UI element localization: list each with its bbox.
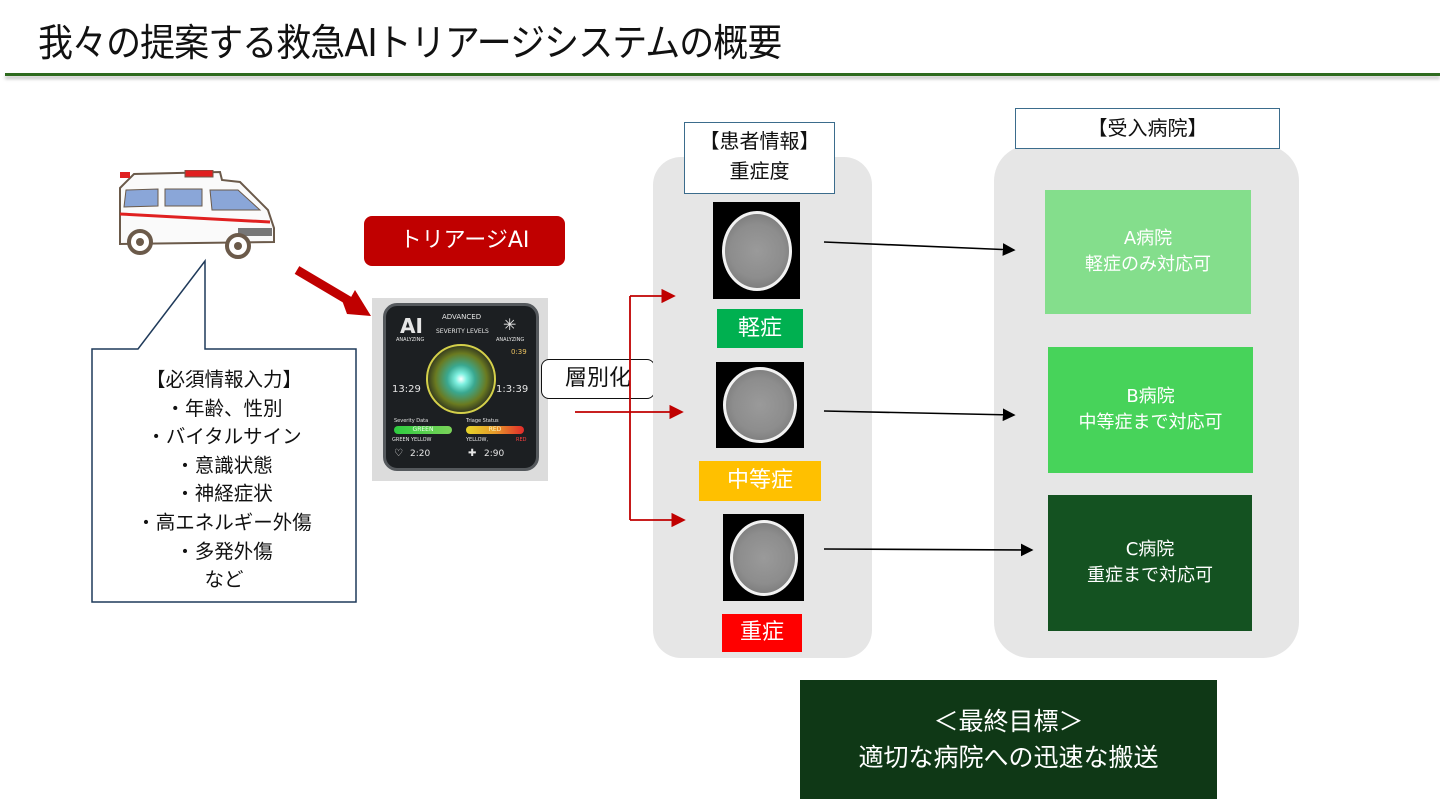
tablet-heading: ADVANCED xyxy=(442,313,482,321)
tablet-red-bar: RED xyxy=(466,426,524,434)
hospital-header: 【受入病院】 xyxy=(1015,108,1280,149)
input-item: ・意識状態 xyxy=(175,453,273,477)
tablet-screen: AI ANALYZING ADVANCED SEVERITY LEVELS ✳ … xyxy=(383,303,539,471)
tablet-green-bar: GREEN xyxy=(394,426,452,434)
slide-title: 我々の提案する救急AIトリアージシステムの概要 xyxy=(38,21,782,65)
title-divider xyxy=(5,73,1440,76)
hospital-c-card: C病院 重症まで対応可 xyxy=(1048,495,1252,631)
severity-radar-icon xyxy=(426,344,496,414)
input-item: など xyxy=(204,568,244,592)
tablet-right-section: Triage Status xyxy=(466,418,499,424)
tablet-ai-logo: AI xyxy=(400,314,423,338)
input-item: ・年齢、性別 xyxy=(165,396,283,420)
triage-ai-label: トリアージAI xyxy=(364,216,565,266)
severity-mild-badge: 軽症 xyxy=(717,309,803,348)
hospital-c-capability: 重症まで対応可 xyxy=(1087,565,1213,586)
tablet-time-left: 13:29 xyxy=(392,384,421,395)
tablet-right-caption-red: RED xyxy=(516,437,527,443)
input-heading: 【必須情報入力】 xyxy=(145,368,302,391)
hospital-b-card: B病院 中等症まで対応可 xyxy=(1048,347,1253,473)
red-arrow-icon xyxy=(294,266,371,316)
patient-info-title: 【患者情報】 xyxy=(699,129,820,153)
tablet-left-caption: GREEN YELLOW xyxy=(392,437,432,443)
medical-star-icon: ✳ xyxy=(503,315,517,334)
ambulance-icon xyxy=(119,170,275,259)
tablet-logo-sub: ANALYZING xyxy=(396,337,425,343)
ct-scan-moderate xyxy=(716,362,804,448)
input-bubble xyxy=(91,258,357,603)
input-item: ・神経症状 xyxy=(175,482,273,506)
tablet-left-section: Severity Data xyxy=(394,418,429,424)
hospital-b-capability: 中等症まで対応可 xyxy=(1078,412,1223,433)
hospital-b-name: B病院 xyxy=(1126,386,1175,407)
tablet-right-caption: YELLOW, xyxy=(466,437,489,443)
severity-moderate-badge: 中等症 xyxy=(699,461,821,501)
input-item: ・高エネルギー外傷 xyxy=(136,510,312,534)
tablet-time-top: 0:39 xyxy=(511,348,527,356)
final-goal-text: 適切な病院への迅速な搬送 xyxy=(858,742,1159,772)
input-item: ・バイタルサイン xyxy=(146,425,302,449)
plus-icon: ✚ xyxy=(468,448,477,459)
input-item: ・多発外傷 xyxy=(175,539,273,563)
tablet-left-value: 2:20 xyxy=(410,449,431,459)
hospital-a-card: A病院 軽症のみ対応可 xyxy=(1045,190,1251,314)
tablet-time-right: 1:3:39 xyxy=(496,384,529,395)
hospital-a-name: A病院 xyxy=(1123,228,1173,249)
tablet-right-value: 2:90 xyxy=(484,449,505,459)
hospital-c-name: C病院 xyxy=(1125,539,1175,560)
severity-severe-badge: 重症 xyxy=(722,614,802,652)
heart-icon: ♡ xyxy=(394,448,403,459)
final-goal-box: ＜最終目標＞ 適切な病院への迅速な搬送 xyxy=(800,680,1217,799)
tablet-badge-sub: ANALYZING xyxy=(496,337,525,343)
tablet-subheading: SEVERITY LEVELS xyxy=(436,328,489,335)
hospital-a-capability: 軽症のみ対応可 xyxy=(1085,254,1211,275)
final-goal-heading: ＜最終目標＞ xyxy=(933,706,1084,736)
input-bubble-text: 【必須情報入力】 ・年齢、性別 ・バイタルサイン ・意識状態 ・神経症状 ・高エ… xyxy=(91,366,357,595)
stratification-label: 層別化 xyxy=(541,359,655,399)
severity-title: 重症度 xyxy=(729,159,790,183)
ct-scan-mild xyxy=(713,202,800,299)
patient-info-header: 【患者情報】 重症度 xyxy=(684,122,835,194)
ct-scan-severe xyxy=(723,514,804,601)
